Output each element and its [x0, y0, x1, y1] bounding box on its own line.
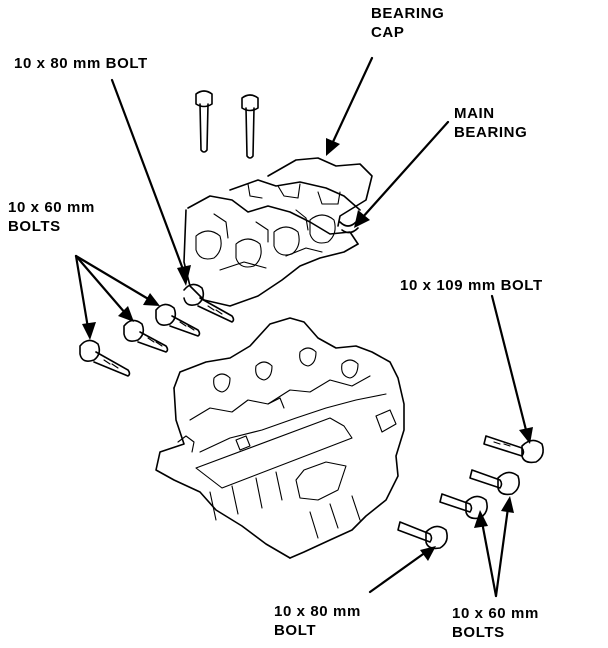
- label-bolt-80-top: 10 x 80 mm BOLT: [14, 54, 148, 73]
- bolt-109mm: [483, 435, 544, 464]
- label-bolts-60-right: 10 x 60 mm BOLTS: [452, 604, 539, 642]
- label-bolts-60-right-line2: BOLTS: [452, 624, 505, 641]
- leader-bearing-cap: [326, 56, 374, 156]
- bolt-60mm-right-a: [469, 469, 520, 496]
- engine-block: [155, 317, 405, 559]
- label-bolt-109-text: 10 x 109 mm BOLT: [400, 277, 543, 294]
- label-bolts-60-left-line1: 10 x 60 mm: [8, 199, 95, 216]
- label-bearing-cap-line2: CAP: [371, 24, 405, 41]
- bolt-left-c: [155, 303, 201, 337]
- label-main-bearing-line1: MAIN: [454, 105, 495, 122]
- leader-main-bearing: [354, 120, 450, 228]
- label-main-bearing-line2: BEARING: [454, 124, 528, 141]
- vertical-bolt-left: [195, 90, 213, 153]
- leader-bolt-109: [490, 294, 533, 444]
- leader-bolts-left: [74, 254, 160, 340]
- leader-bolt-80-bottom: [368, 546, 436, 594]
- bolt-left-a: [79, 339, 131, 377]
- label-bolts-60-left-line2: BOLTS: [8, 218, 61, 235]
- bolt-80mm-bottom: [397, 521, 448, 550]
- label-bolt-80-top-text: 10 x 80 mm BOLT: [14, 55, 148, 72]
- leader-bolts-right: [474, 496, 514, 598]
- label-bolts-60-right-line1: 10 x 60 mm: [452, 605, 539, 622]
- label-bolts-60-left: 10 x 60 mm BOLTS: [8, 198, 95, 236]
- label-bolt-80-bottom-line1: 10 x 80 mm: [274, 603, 361, 620]
- vertical-bolt-right: [241, 94, 259, 159]
- label-bearing-cap: BEARING CAP: [371, 4, 444, 42]
- leader-bolt-80-top: [110, 78, 191, 286]
- bolt-60mm-right-b: [439, 493, 488, 520]
- label-bolt-80-bottom-line2: BOLT: [274, 622, 317, 639]
- label-bolt-109: 10 x 109 mm BOLT: [400, 276, 543, 295]
- label-bearing-cap-line1: BEARING: [371, 5, 445, 22]
- label-bolt-80-bottom: 10 x 80 mm BOLT: [274, 602, 361, 640]
- label-main-bearing: MAIN BEARING: [454, 104, 527, 142]
- bearing-cap-assembly: [183, 157, 373, 323]
